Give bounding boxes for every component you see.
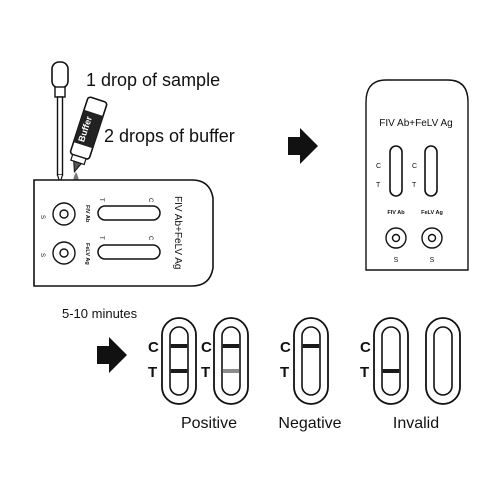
- buffer-bottle-icon: Buffer: [69, 96, 108, 174]
- invalid-caption: Invalid: [393, 415, 439, 432]
- well-label: S: [39, 253, 45, 257]
- sample-well: [52, 241, 76, 265]
- t-label: T: [98, 236, 104, 240]
- c-label: C: [201, 339, 212, 356]
- t-label: T: [360, 364, 369, 381]
- well-label: S: [394, 257, 399, 264]
- t-label: T: [98, 198, 104, 202]
- c-label: C: [280, 339, 291, 356]
- t-label: T: [376, 182, 381, 189]
- result-window: [424, 145, 438, 197]
- invalid-no-line-strip: [425, 317, 461, 405]
- sample-instruction: 1 drop of sample: [86, 70, 220, 90]
- c-label: C: [148, 339, 159, 356]
- negative-caption: Negative: [278, 415, 341, 432]
- result-window: [97, 244, 161, 260]
- felv-ag-label: FeLV Ag: [84, 243, 90, 265]
- c-label: C: [360, 339, 371, 356]
- sample-well: [385, 227, 407, 249]
- felv-ag-label: FeLV Ag: [421, 210, 443, 216]
- t-label: T: [201, 364, 210, 381]
- fiv-ab-label: FIV Ab: [84, 205, 90, 223]
- c-label: C: [376, 163, 381, 170]
- control-line: [170, 344, 188, 348]
- control-line: [302, 344, 320, 348]
- control-line: [222, 344, 240, 348]
- right-arrow-icon: [97, 337, 127, 373]
- t-label: T: [148, 364, 157, 381]
- sample-pipette-icon: [51, 61, 69, 186]
- well-label: S: [430, 257, 435, 264]
- result-window: [97, 205, 161, 221]
- positive-strong-strip: [161, 317, 197, 405]
- t-label: T: [412, 182, 417, 189]
- fiv-ab-label: FIV Ab: [387, 210, 405, 216]
- test-line: [170, 369, 188, 373]
- device-front-title: FIV Ab+FeLV Ag: [379, 118, 452, 129]
- positive-caption: Positive: [181, 415, 237, 432]
- wait-time-label: 5-10 minutes: [62, 306, 138, 321]
- result-window: [389, 145, 403, 197]
- well-label: S: [39, 215, 45, 219]
- c-label: C: [412, 163, 417, 170]
- device-title: FIV Ab+FeLV Ag: [172, 196, 183, 269]
- positive-weak-strip: [213, 317, 249, 405]
- right-arrow-icon: [288, 128, 318, 164]
- test-line-faint: [222, 369, 240, 373]
- test-line: [382, 369, 400, 373]
- negative-strip: [293, 317, 329, 405]
- c-label: C: [147, 236, 153, 241]
- c-label: C: [147, 198, 153, 203]
- buffer-instruction: 2 drops of buffer: [104, 126, 235, 146]
- t-label: T: [280, 364, 289, 381]
- invalid-t-only-strip: [373, 317, 409, 405]
- test-device-landscape: S S FIV Ab FeLV Ag T C T C FIV Ab+FeLV A…: [33, 179, 214, 287]
- sample-well: [421, 227, 443, 249]
- sample-well: [52, 202, 76, 226]
- test-device-portrait: FIV Ab+FeLV Ag C T C T FIV Ab FeLV Ag S …: [365, 79, 469, 271]
